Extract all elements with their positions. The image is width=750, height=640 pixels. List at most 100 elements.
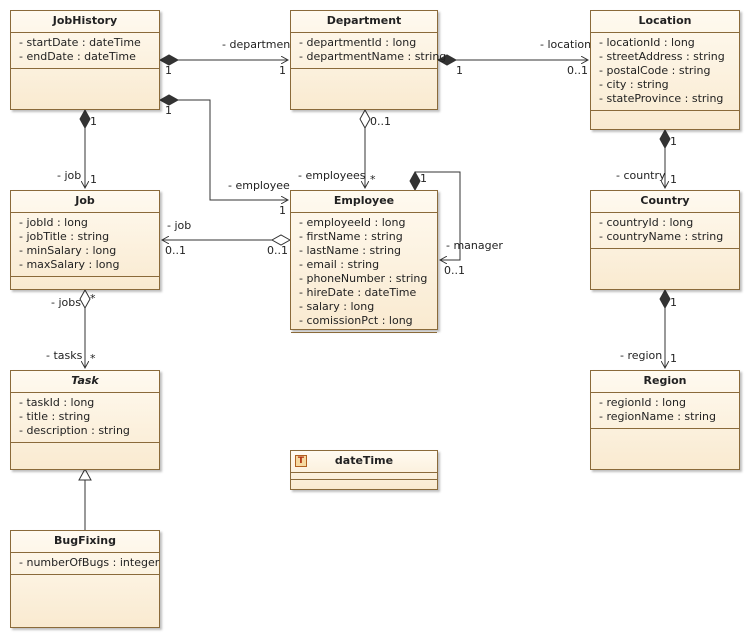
composite-diamond (659, 128, 671, 150)
label-employees-mult1: 0..1 (370, 115, 391, 128)
label-employees-mult2: * (370, 173, 376, 186)
class-name: Job (11, 191, 159, 213)
attribute: - departmentName : string (299, 50, 447, 63)
label-job-role: - job (57, 169, 82, 182)
class-name-text: Location (638, 14, 692, 27)
attribute: - regionId : long (599, 396, 686, 409)
label-department-mult2: 1 (279, 64, 286, 77)
attribute: - locationId : long (599, 36, 695, 49)
label-region-role: - region (620, 349, 663, 362)
attribute: - startDate : dateTime (19, 36, 141, 49)
label-region-mult2: 1 (670, 352, 677, 365)
class-employee[interactable]: Employee - employeeId : long- firstName :… (290, 190, 438, 333)
class-name: Country (591, 191, 739, 213)
label-empjob-mult2: 0..1 (267, 244, 288, 257)
class-task[interactable]: Task- taskId : long- title : string- des… (10, 370, 160, 470)
class-name-text: Task (71, 374, 99, 387)
class-name: BugFixing (11, 531, 159, 553)
attribute: - city : string (599, 78, 669, 91)
aggregation-diamond (79, 288, 91, 310)
class-job[interactable]: Job - jobId : long- jobTitle : string- mi… (10, 190, 160, 290)
attribute-compartment: - countryId : long- countryName : string (591, 213, 739, 249)
attribute: - taskId : long (19, 396, 95, 409)
attribute: - streetAddress : string (599, 50, 725, 63)
attribute: - maxSalary : long (19, 258, 120, 271)
label-manager-role: - manager (446, 239, 503, 252)
datatype-icon: T (295, 455, 307, 467)
class-name-text: Job (75, 194, 95, 207)
label-region-mult1: 1 (670, 296, 677, 309)
class-name: Region (591, 371, 739, 393)
label-employees-role: - employees (298, 169, 366, 182)
assoc-jobhistory-employee (160, 99, 288, 200)
attribute-compartment (291, 473, 437, 480)
attribute: - firstName : string (299, 230, 403, 243)
attribute-compartment: - startDate : dateTime- endDate : dateTi… (11, 33, 159, 69)
label-country-role: - country (616, 169, 666, 182)
attribute: - countryName : string (599, 230, 724, 243)
attribute: - employeeId : long (299, 216, 406, 229)
label-location-role: - location (540, 38, 592, 51)
attribute-compartment: - employeeId : long- firstName : string-… (291, 213, 437, 333)
class-name: Employee (291, 191, 437, 213)
class-region[interactable]: Region - regionId : long- regionName : st… (590, 370, 740, 470)
attribute-compartment: - departmentId : long- departmentName : … (291, 33, 447, 69)
class-location[interactable]: Location - locationId : long- streetAddre… (590, 10, 740, 130)
attribute-compartment: - locationId : long- streetAddress : str… (591, 33, 739, 111)
label-tasks-role: - tasks (46, 349, 83, 362)
label-country-mult1: 1 (670, 135, 677, 148)
class-department[interactable]: Department- departmentId : long- departm… (290, 10, 447, 110)
aggregation-diamond (359, 108, 371, 130)
composite-diamond (436, 54, 458, 66)
label-job-mult1: 1 (90, 115, 97, 128)
class-name-text: JobHistory (52, 14, 118, 27)
label-employee-mult1: 1 (165, 104, 172, 117)
composite-diamond (409, 170, 421, 192)
class-name-text: dateTime (334, 454, 394, 467)
attribute: - comissionPct : long (299, 314, 413, 327)
label-job-mult2: 1 (90, 173, 97, 186)
label-department-role: - department (222, 38, 295, 51)
label-department-mult1: 1 (165, 64, 172, 77)
attribute: - jobTitle : string (19, 230, 110, 243)
attribute: - hireDate : dateTime (299, 286, 417, 299)
class-name: Location (591, 11, 739, 33)
class-country[interactable]: Country - countryId : long- countryName :… (590, 190, 740, 290)
attribute: - endDate : dateTime (19, 50, 136, 63)
assoc-employee-manager (415, 171, 461, 260)
label-tasks-mult: * (90, 352, 96, 365)
composite-diamond (659, 288, 671, 310)
label-jobs-role: - jobs (51, 296, 81, 309)
class-name-text: Region (643, 374, 687, 387)
class-name: Task (11, 371, 159, 393)
class-bugfixing[interactable]: BugFixing- numberOfBugs : integer (10, 530, 160, 628)
attribute-compartment: - regionId : long- regionName : string (591, 393, 739, 429)
label-employee-mult2: 1 (279, 204, 286, 217)
attribute-compartment: - jobId : long- jobTitle : string- minSa… (11, 213, 159, 277)
label-location-mult1: 1 (456, 64, 463, 77)
attribute: - countryId : long (599, 216, 694, 229)
attribute: - lastName : string (299, 244, 402, 257)
label-jobs-mult: * (90, 292, 96, 305)
class-jobhistory[interactable]: JobHistory - startDate : dateTime- endDat… (10, 10, 160, 110)
label-empjob-mult1: 0..1 (165, 244, 186, 257)
attribute: - description : string (19, 424, 130, 437)
class-name: Department (291, 11, 437, 33)
class-name: JobHistory (11, 11, 159, 33)
attribute: - minSalary : long (19, 244, 117, 257)
generalization-triangle (78, 467, 92, 481)
label-empjob-role: - job (167, 219, 192, 232)
class-name-text: Employee (333, 194, 395, 207)
class-name-text: Country (640, 194, 690, 207)
attribute: - departmentId : long (299, 36, 417, 49)
label-employee-role: - employee (228, 179, 290, 192)
attribute: - phoneNumber : string (299, 272, 428, 285)
composite-diamond (79, 108, 91, 130)
label-location-mult2: 0..1 (567, 64, 588, 77)
attribute: - email : string (299, 258, 380, 271)
label-manager-mult2: 0..1 (444, 264, 465, 277)
label-country-mult2: 1 (670, 173, 677, 186)
